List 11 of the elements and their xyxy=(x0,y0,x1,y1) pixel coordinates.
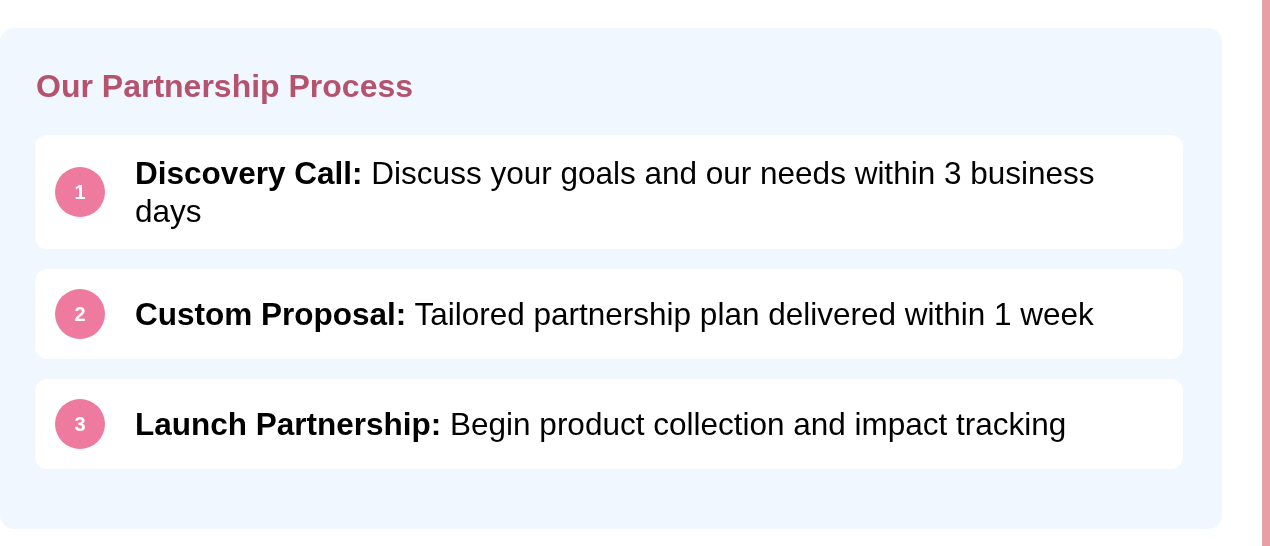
step-card xyxy=(35,379,1183,469)
step-card xyxy=(35,135,1183,249)
step-description: Launch Partnership: Begin product collection and impact tracking xyxy=(135,405,1067,443)
process-panel xyxy=(0,28,1222,529)
step-description: Custom Proposal: Tailored partnership plan delivered within 1 week xyxy=(135,295,1094,333)
step-number: 3 xyxy=(55,399,105,449)
step-description: Discovery Call: Discuss your goals and our needs within 3 business days xyxy=(135,154,1096,230)
section-heading: Our Partnership Process xyxy=(36,67,414,105)
step-number: 1 xyxy=(55,167,105,217)
step-card xyxy=(35,269,1183,359)
step-number: 2 xyxy=(55,289,105,339)
